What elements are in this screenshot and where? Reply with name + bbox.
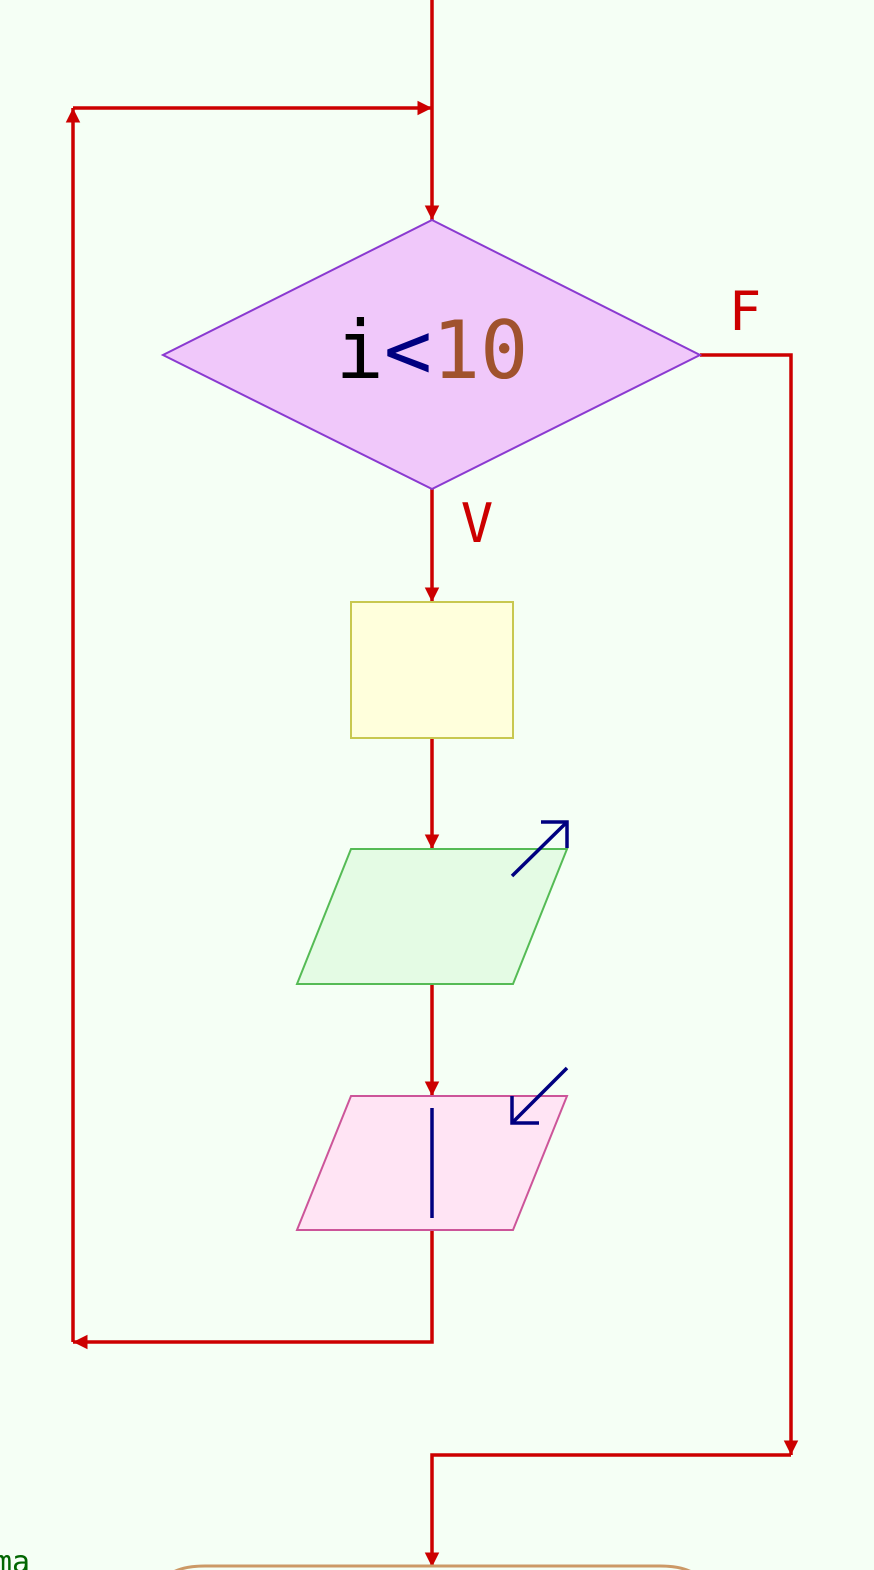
end-terminal [174, 1564, 691, 1570]
corner-text: ma [0, 1545, 30, 1570]
false-branch-line [700, 353, 799, 1455]
true-edge-label: V [461, 492, 494, 555]
loop-return-line [73, 1230, 434, 1350]
decision-node: i<10 [160, 218, 703, 491]
merge-line [424, 1453, 791, 1567]
arrow-up-right-icon [510, 820, 569, 878]
decision-condition: i<10 [336, 304, 529, 397]
output-node [295, 820, 569, 985]
output-parallelogram [295, 848, 569, 985]
decision-diamond [160, 218, 703, 491]
condition-operator: < [384, 304, 432, 397]
input-node [295, 1066, 569, 1231]
arrow-down-left-icon [510, 1066, 569, 1125]
condition-literal: 10 [432, 304, 528, 397]
process-block [350, 601, 514, 739]
false-edge-label: F [729, 280, 762, 343]
condition-variable: i [336, 304, 384, 397]
